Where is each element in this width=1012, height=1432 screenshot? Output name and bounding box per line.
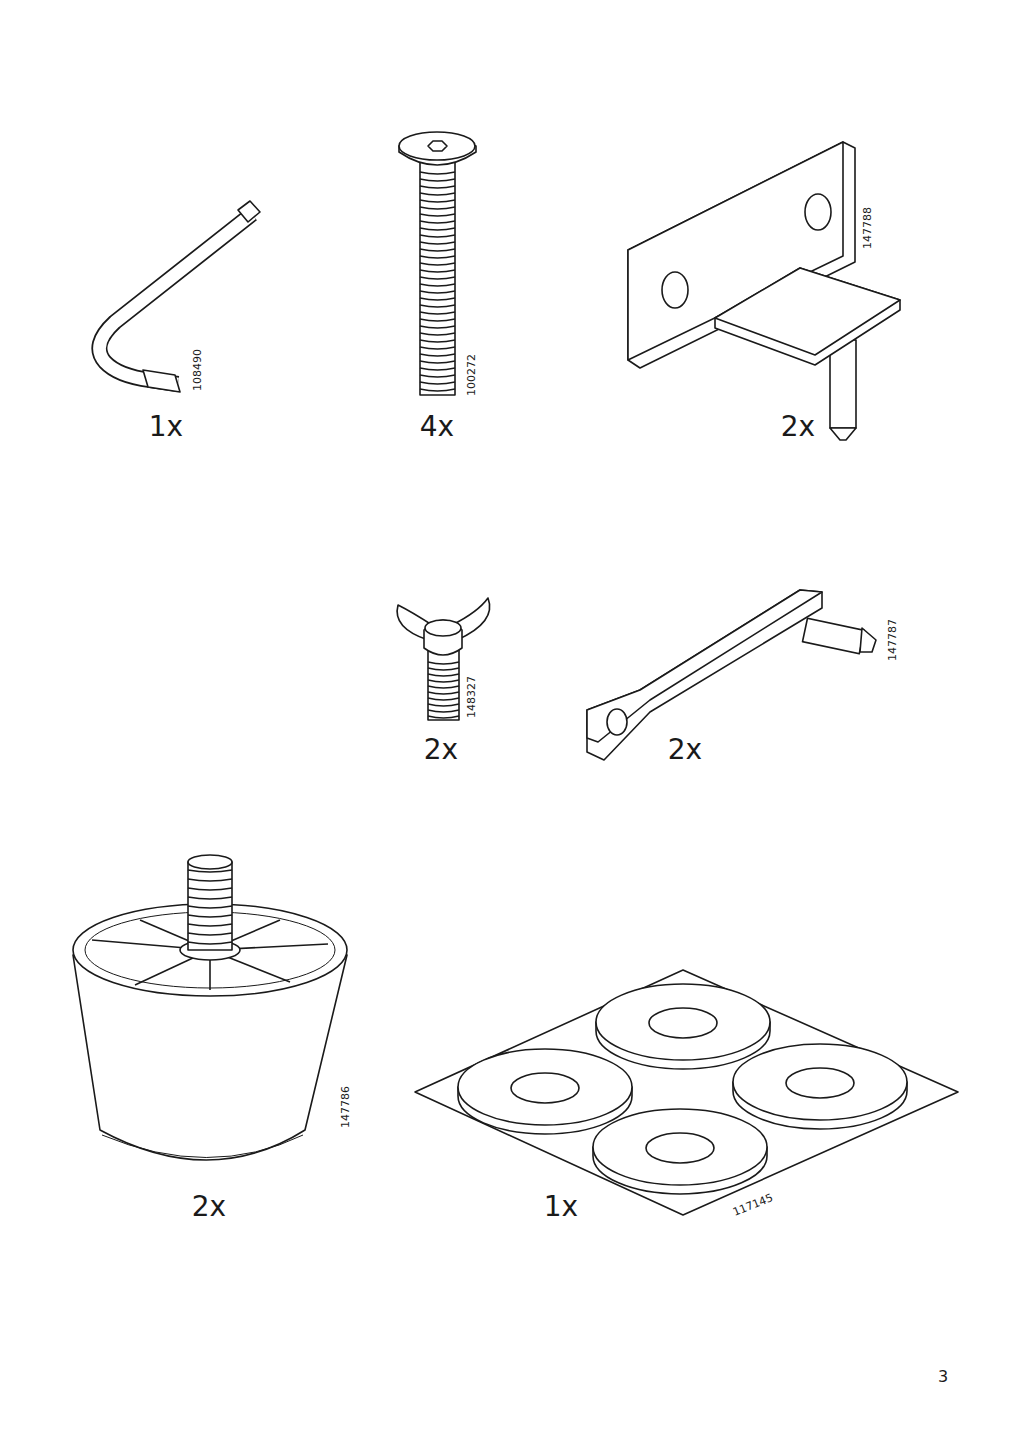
thread-line [420, 270, 455, 272]
thread-line [428, 662, 459, 664]
thread-line [428, 716, 459, 718]
thread-line [420, 249, 455, 251]
thread-line [420, 298, 455, 300]
thread-line [420, 347, 455, 349]
thread-line [420, 389, 455, 391]
thread-line [188, 933, 232, 935]
thread-line [420, 221, 455, 223]
thread-line [420, 214, 455, 216]
thread-line [420, 375, 455, 377]
thread-line [188, 906, 232, 908]
felt-pad [458, 1049, 632, 1134]
l-bracket [628, 142, 900, 440]
felt-pad [733, 1044, 907, 1129]
felt-pad [593, 1109, 767, 1194]
quantity: 2x [192, 1193, 226, 1221]
thread-line [420, 284, 455, 286]
thread-line [420, 291, 455, 293]
thread-line [420, 186, 455, 188]
part-number: 117145 [731, 1192, 774, 1218]
thread-line [420, 277, 455, 279]
furniture-leg [73, 855, 347, 1160]
thread-line [420, 207, 455, 209]
thread-line [420, 193, 455, 195]
part-number: 147786 [340, 1086, 351, 1128]
thread-line [420, 242, 455, 244]
part-number: 148327 [466, 676, 477, 718]
thread-line [420, 382, 455, 384]
part-number: 147788 [862, 207, 873, 249]
page-number: 3 [938, 1369, 948, 1385]
thread-line [420, 340, 455, 342]
thread-line [428, 668, 459, 670]
thread-line [188, 924, 232, 926]
thread-line [420, 312, 455, 314]
felt-pad [596, 984, 770, 1069]
felt-pad-sheet [415, 970, 958, 1215]
thread-line [420, 179, 455, 181]
wing-bolt [397, 598, 490, 720]
thread-line [188, 888, 232, 890]
quantity: 1x [149, 413, 183, 441]
thread-line [420, 256, 455, 258]
thread-line [188, 870, 232, 872]
thread-line [420, 368, 455, 370]
thread-line [420, 319, 455, 321]
quantity: 2x [424, 736, 458, 764]
thread-line [188, 915, 232, 917]
thread-line [428, 674, 459, 676]
thread-line [420, 354, 455, 356]
quantity: 4x [420, 413, 454, 441]
screw [399, 132, 476, 395]
part-number: 108490 [192, 349, 203, 391]
thread-line [420, 228, 455, 230]
quantity: 1x [544, 1193, 578, 1221]
pin-bar [587, 590, 876, 760]
thread-line [428, 698, 459, 700]
part-number: 147787 [887, 619, 898, 661]
thread-line [420, 305, 455, 307]
thread-line [428, 692, 459, 694]
part-number: 100272 [466, 354, 477, 396]
thread-line [188, 879, 232, 881]
thread-line [420, 361, 455, 363]
thread-line [428, 704, 459, 706]
thread-line [428, 710, 459, 712]
thread-line [420, 333, 455, 335]
thread-line [420, 200, 455, 202]
quantity: 2x [781, 413, 815, 441]
thread-line [420, 326, 455, 328]
thread-line [428, 680, 459, 682]
allen-key [99, 201, 260, 392]
thread-line [428, 686, 459, 688]
thread-line [420, 172, 455, 174]
quantity: 2x [668, 736, 702, 764]
thread-line [188, 942, 232, 944]
thread-line [420, 263, 455, 265]
thread-line [420, 235, 455, 237]
thread-line [188, 897, 232, 899]
